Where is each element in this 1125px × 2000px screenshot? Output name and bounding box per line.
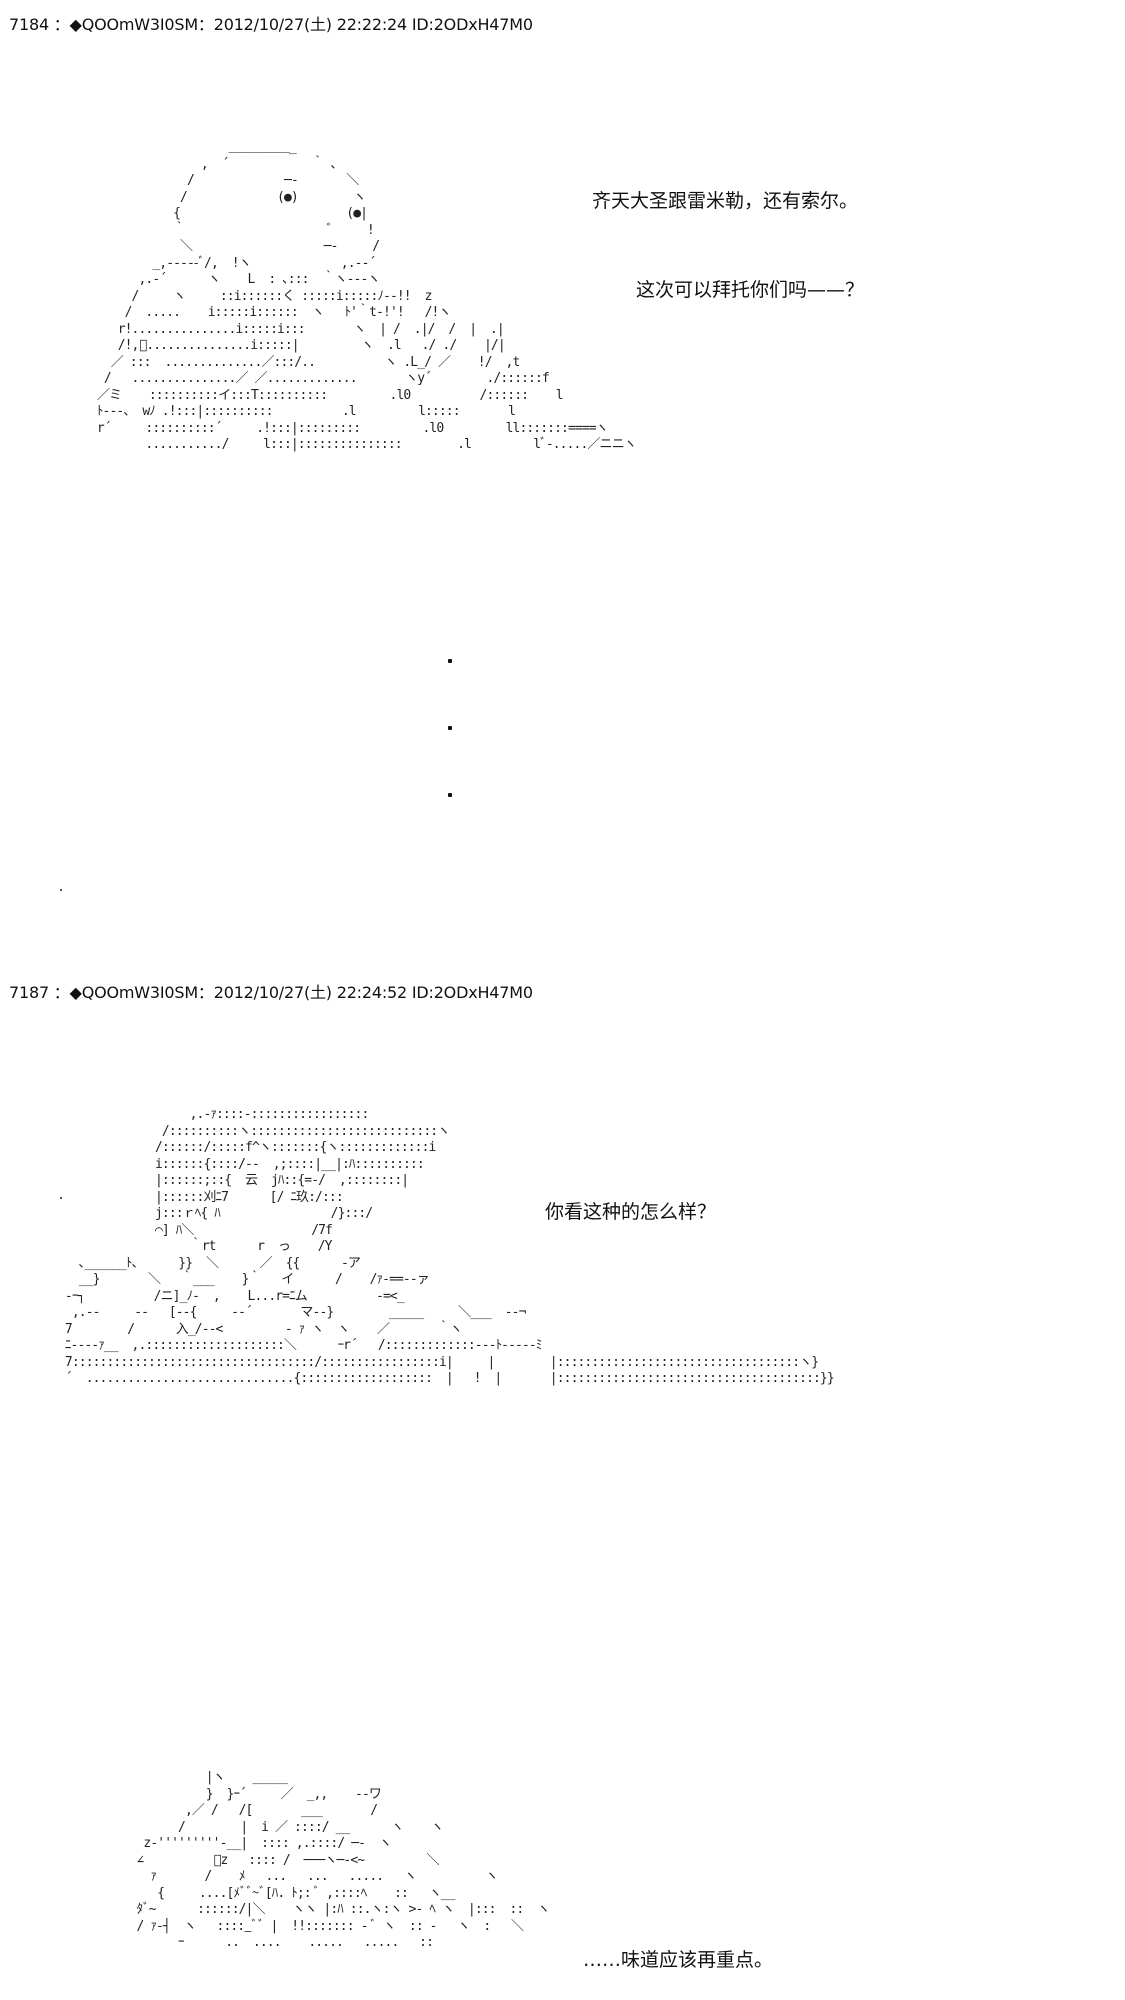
dialogue-line-3: 你看这种的怎么样？ [545, 1201, 717, 1223]
dot-icon [448, 793, 452, 797]
ascii-art-figure-closeup: |ヽ _____ } }ｰ´ ／ _,, ‐-ワ ,／ / /[ ___ / /… [136, 1770, 550, 1950]
dialogue-line-1: 齐天大圣跟雷米勒，还有索尔。 [592, 190, 859, 212]
dot-icon [448, 659, 452, 663]
speck [60, 889, 62, 891]
ascii-art-round-head-figure: ＿＿＿＿＿_ , ´ ｀ ､ / ─- ＼ / (●) ヽ { (●| ｀ ﾞ [96, 140, 637, 452]
post-header-7184: 7184 ：◆QOOmW3I0SM：2012/10/27(土) 22:22:24… [9, 15, 533, 34]
dialogue-line-2: 这次可以拜托你们吗——？ [636, 279, 865, 301]
dot-icon [448, 726, 452, 730]
post-header-7187: 7187 ：◆QOOmW3I0SM：2012/10/27(土) 22:24:52… [9, 983, 533, 1002]
ascii-art-robed-figure: ,.-ｧ::::‐::::::::::::::::: /::::::::::ヽ:… [64, 1107, 835, 1386]
speck [60, 1197, 62, 1199]
dialogue-line-4: ……味道应该再重点。 [583, 1949, 774, 1971]
